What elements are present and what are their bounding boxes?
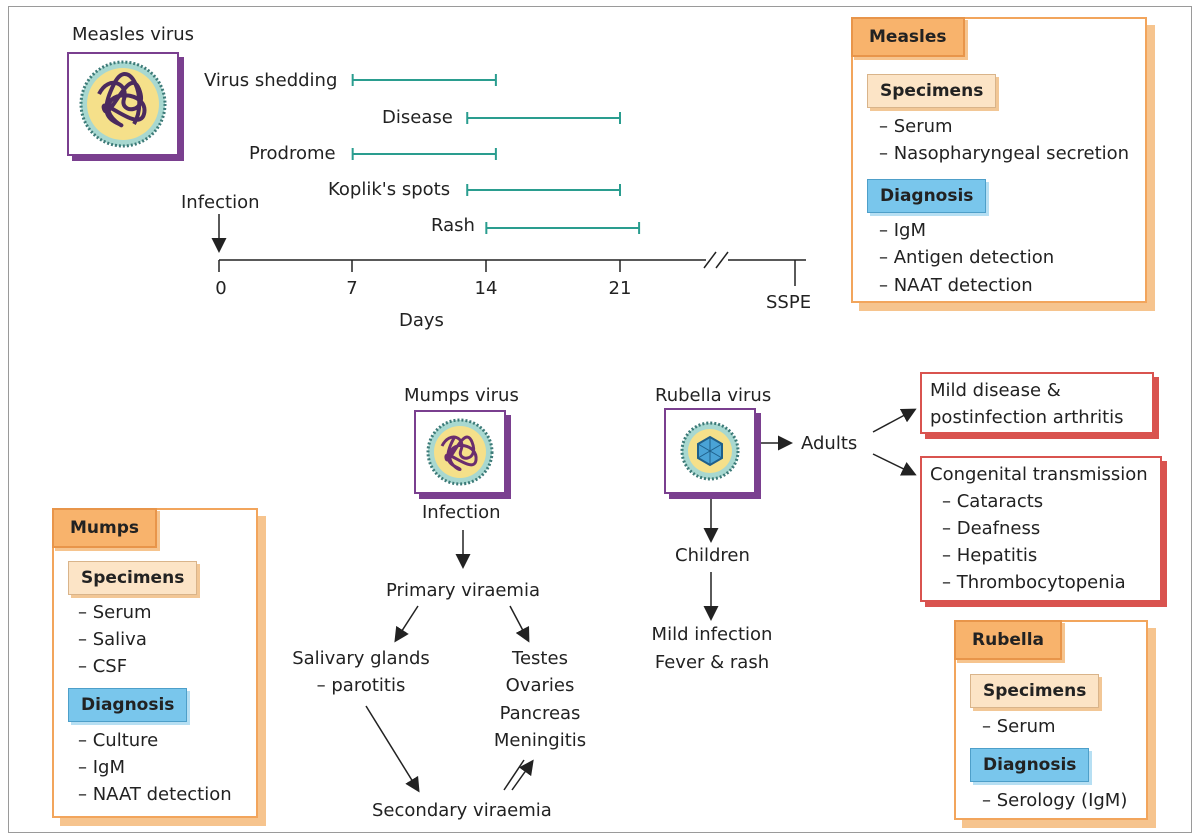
arrow-primary-to-salivary bbox=[394, 605, 419, 643]
arrow-secondary-to-organs bbox=[511, 759, 534, 791]
rubella-diagnosis-label: Diagnosis bbox=[970, 748, 1090, 782]
adults-label: Adults bbox=[801, 433, 858, 454]
measles-diagnosis-item: – IgM bbox=[879, 220, 926, 241]
infection-label: Infection bbox=[181, 192, 260, 213]
figure-frame bbox=[8, 6, 1192, 833]
mumps-specimen-item: – Serum bbox=[78, 602, 152, 623]
congenital-item: – Deafness bbox=[942, 518, 1041, 539]
children-label: Children bbox=[675, 545, 750, 566]
organ-label: Ovaries bbox=[505, 675, 575, 696]
salivary-glands-label: Salivary glands bbox=[292, 648, 430, 669]
measles-diagnosis-item: – NAAT detection bbox=[879, 275, 1033, 296]
axis-label-days: Days bbox=[399, 310, 444, 331]
primary-viraemia-label: Primary viraemia bbox=[386, 580, 541, 601]
mumps-panel-title: Mumps bbox=[52, 508, 158, 548]
mumps-specimens-label: Specimens bbox=[68, 561, 198, 595]
organ-label: Testes bbox=[512, 648, 568, 669]
arrow-adults-to-congenital bbox=[872, 453, 917, 476]
timeline-bars bbox=[351, 74, 641, 234]
child-outcome-label: Mild infection bbox=[651, 624, 773, 645]
rubella-specimen-item: – Serum bbox=[982, 716, 1056, 737]
bar-label-prodrome: Prodrome bbox=[249, 143, 336, 164]
congenital-item: – Cataracts bbox=[942, 491, 1044, 512]
tick-label-0: 0 bbox=[215, 278, 227, 299]
bar-label-virus-shedding: Virus shedding bbox=[204, 70, 338, 91]
axis-break-mark bbox=[715, 251, 729, 269]
mumps-specimen-item: – Saliva bbox=[78, 629, 147, 650]
rubella-virus-label: Rubella virus bbox=[655, 385, 772, 406]
tick-label-7: 7 bbox=[346, 278, 358, 299]
measles-diagnosis-item: – Antigen detection bbox=[879, 247, 1055, 268]
measles-specimens-label: Specimens bbox=[867, 74, 997, 108]
mild-disease-text: Mild disease & bbox=[930, 380, 1061, 401]
mumps-infection-label: Infection bbox=[422, 502, 501, 523]
measles-specimen-item: – Serum bbox=[879, 116, 953, 137]
mumps-specimen-item: – CSF bbox=[78, 656, 128, 677]
arrow-salivary-to-secondary bbox=[365, 705, 420, 793]
measles-diagnosis-label: Diagnosis bbox=[867, 179, 987, 213]
arrow-adults-to-mild-disease bbox=[872, 408, 917, 433]
bar-label-kopliks-spots: Koplik's spots bbox=[328, 179, 451, 200]
rubella-virus-icon bbox=[664, 408, 756, 494]
rubella-specimens-label: Specimens bbox=[970, 674, 1100, 708]
rubella-panel: Rubella Specimens – Serum Diagnosis – Se… bbox=[954, 620, 1148, 820]
mumps-diagnosis-label: Diagnosis bbox=[68, 688, 188, 722]
mild-disease-box: Mild disease & postinfection arthritis bbox=[920, 372, 1154, 434]
tick-label-21: 21 bbox=[608, 278, 632, 299]
rubella-diagnosis-item: – Serology (IgM) bbox=[982, 790, 1128, 811]
arrow-organs-to-secondary bbox=[503, 759, 525, 791]
mumps-diagnosis-item: – Culture bbox=[78, 730, 159, 751]
sspe-label: SSPE bbox=[766, 292, 812, 313]
congenital-title: Congenital transmission bbox=[930, 464, 1148, 485]
measles-virus-icon bbox=[67, 52, 179, 156]
mumps-diagnosis-item: – IgM bbox=[78, 757, 125, 778]
mumps-diagnosis-item: – NAAT detection bbox=[78, 784, 232, 805]
mumps-panel: Mumps Specimens – Serum – Saliva – CSF D… bbox=[52, 508, 258, 818]
congenital-item: – Thrombocytopenia bbox=[942, 572, 1126, 593]
secondary-viraemia-label: Secondary viraemia bbox=[372, 800, 552, 821]
measles-panel-title: Measles bbox=[851, 17, 965, 57]
organ-label: Meningitis bbox=[493, 730, 587, 751]
arrow-primary-to-organs bbox=[509, 605, 530, 643]
mumps-virus-label: Mumps virus bbox=[404, 385, 519, 406]
congenital-item: – Hepatitis bbox=[942, 545, 1038, 566]
mumps-virus-icon bbox=[414, 410, 506, 494]
measles-virus-label: Measles virus bbox=[72, 24, 195, 45]
parotitis-label: – parotitis bbox=[316, 675, 406, 696]
mild-disease-text: postinfection arthritis bbox=[930, 407, 1124, 428]
organ-label: Pancreas bbox=[499, 703, 581, 724]
measles-specimen-item: – Nasopharyngeal secretion bbox=[879, 143, 1130, 164]
bar-label-rash: Rash bbox=[431, 215, 475, 236]
bar-label-disease: Disease bbox=[382, 107, 453, 128]
congenital-transmission-box: Congenital transmission – Cataracts – De… bbox=[920, 456, 1162, 602]
rubella-panel-title: Rubella bbox=[954, 620, 1063, 660]
child-outcome-label: Fever & rash bbox=[654, 652, 770, 673]
measles-panel: Measles Specimens – Serum – Nasopharynge… bbox=[851, 17, 1147, 303]
tick-label-14: 14 bbox=[474, 278, 498, 299]
axis-break-mark bbox=[703, 251, 717, 269]
